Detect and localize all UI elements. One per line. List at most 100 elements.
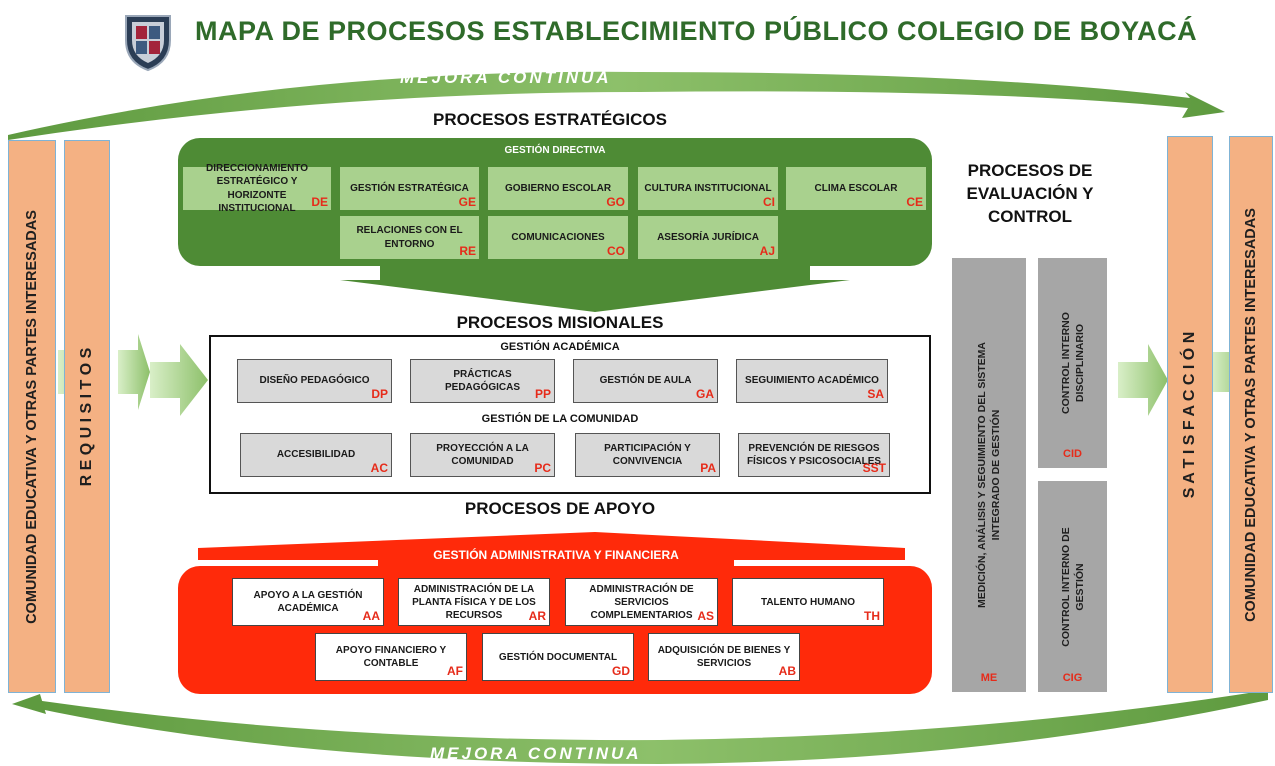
process-pp: PRÁCTICAS PEDAGÓGICAS PP (410, 359, 555, 403)
process-re: RELACIONES CON EL ENTORNO RE (340, 216, 479, 259)
process-code: GA (696, 386, 714, 401)
process-ga: GESTIÓN DE AULA GA (573, 359, 718, 403)
process-label: DISEÑO PEDAGÓGICO (259, 375, 370, 387)
process-code: CO (607, 243, 625, 258)
top-improvement-arc (8, 71, 1225, 140)
process-ce: CLIMA ESCOLAR CE (786, 167, 926, 210)
page-title: MAPA DE PROCESOS ESTABLECIMIENTO PÚBLICO… (195, 16, 1198, 46)
process-co: COMUNICACIONES CO (488, 216, 628, 259)
process-label: PARTICIPACIÓN Y CONVIVENCIA (604, 442, 691, 468)
process-code: GD (612, 664, 630, 679)
missional-title: PROCESOS MISIONALES (456, 313, 664, 332)
process-code: AS (697, 609, 714, 624)
process-label: ADMINISTRACIÓN DE SERVICIOS COMPLEMENTAR… (589, 583, 694, 621)
evaluation-cig-bar: CONTROL INTERNO DE GESTIÓN CIG (1038, 481, 1107, 692)
process-label: COMUNICACIONES (511, 231, 605, 243)
evaluation-cig-label: CONTROL INTERNO DE GESTIÓN (1059, 526, 1086, 647)
strategic-title: PROCESOS ESTRATÉGICOS (433, 110, 667, 129)
process-label: TALENTO HUMANO (760, 596, 856, 608)
process-as: ADMINISTRACIÓN DE SERVICIOS COMPLEMENTAR… (565, 578, 718, 626)
process-code: PP (534, 386, 551, 401)
strategic-down-arrow (340, 262, 850, 312)
process-label: GESTIÓN DE AULA (599, 375, 692, 387)
process-go: GOBIERNO ESCOLAR GO (488, 167, 628, 210)
process-ar: ADMINISTRACIÓN DE LA PLANTA FÍSICA Y DE … (398, 578, 550, 626)
process-label: APOYO FINANCIERO Y CONTABLE (335, 645, 447, 669)
process-code: PA (700, 460, 716, 475)
process-label: CULTURA INSTITUCIONAL (644, 182, 772, 194)
bottom-arc-arrowhead (12, 694, 46, 714)
requirements-label: R E Q U I S I T O S (78, 347, 95, 486)
process-label: PRÁCTICAS PEDAGÓGICAS (444, 368, 520, 394)
process-code: AJ (759, 243, 775, 258)
process-label: DIRECCIONAMIENTO ESTRATÉGICO Y HORIZONTE… (205, 162, 309, 215)
process-code: AC (370, 460, 388, 475)
process-code: AA (362, 609, 380, 624)
school-crest-logo (118, 10, 178, 72)
bottom-improvement-arc (35, 690, 1268, 764)
support-subtitle-band (378, 543, 734, 569)
process-de: DIRECCIONAMIENTO ESTRATÉGICO Y HORIZONTE… (183, 163, 331, 214)
process-label: PREVENCIÓN DE RIESGOS FÍSICOS Y PSICOSOC… (746, 442, 882, 468)
process-pa: PARTICIPACIÓN Y CONVIVENCIA PA (575, 433, 720, 477)
right-arrow-1 (1118, 344, 1168, 416)
process-code: GE (458, 194, 476, 209)
process-label: ASESORÍA JURÍDICA (657, 231, 759, 243)
process-ci: CULTURA INSTITUCIONAL CI (638, 167, 778, 210)
bottom-arc-label: MEJORA CONTINUA (430, 744, 642, 763)
process-ac: ACCESIBILIDAD AC (240, 433, 392, 477)
process-label: SEGUIMIENTO ACADÉMICO (745, 375, 879, 387)
support-subtitle: GESTIÓN ADMINISTRATIVA Y FINANCIERA (433, 548, 679, 562)
process-label: ADQUISICIÓN DE BIENES Y SERVICIOS (657, 645, 791, 669)
evaluation-cid-code: CID (1063, 448, 1082, 460)
process-code: PC (534, 460, 551, 475)
process-label: GESTIÓN DOCUMENTAL (498, 651, 618, 663)
process-label: PROYECCIÓN A LA COMUNIDAD (436, 442, 529, 468)
academic-subtitle: GESTIÓN ACADÉMICA (500, 341, 620, 353)
process-code: AF (447, 664, 463, 679)
process-th: TALENTO HUMANO TH (732, 578, 884, 626)
process-sst: PREVENCIÓN DE RIESGOS FÍSICOS Y PSICOSOC… (738, 433, 890, 477)
process-code: CI (763, 194, 775, 209)
process-label: GESTIÓN ESTRATÉGICA (350, 182, 469, 194)
process-aj: ASESORÍA JURÍDICA AJ (638, 216, 778, 259)
evaluation-me-bar: MEDICIÓN, ANÁLISIS Y SEGUIMIENTO DEL SIS… (952, 258, 1026, 692)
process-code: AR (528, 609, 546, 624)
process-ge: GESTIÓN ESTRATÉGICA GE (340, 167, 479, 210)
process-af: APOYO FINANCIERO Y CONTABLE AF (315, 633, 467, 681)
left-arrow-2 (118, 334, 150, 410)
process-label: ACCESIBILIDAD (276, 449, 356, 461)
process-label: GOBIERNO ESCOLAR (504, 182, 612, 194)
right-stakeholders-bar: COMUNIDAD EDUCATIVA Y OTRAS PARTES INTER… (1229, 136, 1273, 693)
process-code: AB (778, 664, 796, 679)
process-dp: DISEÑO PEDAGÓGICO DP (237, 359, 392, 403)
satisfaction-bar: S A T I S F A C C I Ó N (1167, 136, 1213, 693)
evaluation-cid-label: CONTROL INTERNO DISCIPLINARIO (1059, 312, 1086, 414)
evaluation-cid-bar: CONTROL INTERNO DISCIPLINARIO CID (1038, 258, 1107, 468)
satisfaction-label: S A T I S F A C C I Ó N (1181, 331, 1198, 498)
process-gd: GESTIÓN DOCUMENTAL GD (482, 633, 634, 681)
process-label: APOYO A LA GESTIÓN ACADÉMICA (253, 590, 363, 614)
strategic-subtitle: GESTIÓN DIRECTIVA (504, 145, 606, 156)
process-sa: SEGUIMIENTO ACADÉMICO SA (736, 359, 888, 403)
process-code: DE (311, 194, 328, 209)
process-code: TH (864, 609, 880, 624)
process-code: CE (906, 194, 923, 209)
process-code: GO (606, 194, 625, 209)
left-arrow-3 (150, 344, 208, 416)
evaluation-me-code: ME (980, 672, 998, 684)
top-arc-label: MEJORA CONTINUA (400, 68, 612, 87)
process-label: CLIMA ESCOLAR (814, 182, 898, 194)
community-subtitle: GESTIÓN DE LA COMUNIDAD (481, 413, 639, 425)
evaluation-title: PROCESOS DE EVALUACIÓN Y CONTROL (966, 161, 1094, 226)
support-title: PROCESOS DE APOYO (464, 499, 656, 518)
process-pc: PROYECCIÓN A LA COMUNIDAD PC (410, 433, 555, 477)
requirements-bar: R E Q U I S I T O S (64, 140, 110, 693)
process-code: SST (862, 460, 886, 475)
right-stakeholders-label: COMUNIDAD EDUCATIVA Y OTRAS PARTES INTER… (1243, 207, 1259, 622)
process-ab: ADQUISICIÓN DE BIENES Y SERVICIOS AB (648, 633, 800, 681)
left-stakeholders-bar: COMUNIDAD EDUCATIVA Y OTRAS PARTES INTER… (8, 140, 56, 693)
process-aa: APOYO A LA GESTIÓN ACADÉMICA AA (232, 578, 384, 626)
process-code: DP (371, 386, 388, 401)
process-code: RE (459, 243, 476, 258)
